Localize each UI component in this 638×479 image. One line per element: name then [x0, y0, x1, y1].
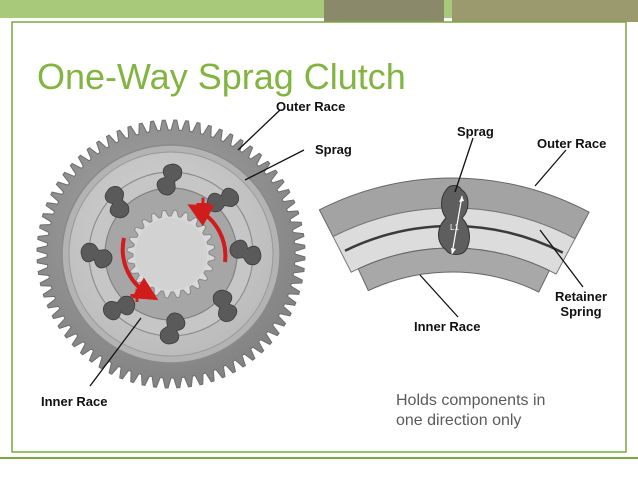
- sprag-8: [104, 185, 130, 219]
- leader-retainer-spring: [539, 229, 584, 288]
- leader-inner-race: [89, 317, 142, 387]
- sprag-2: [206, 187, 240, 213]
- caption-line-1: Holds components in: [396, 392, 546, 409]
- label-retainer-line1: Retainer: [554, 289, 608, 304]
- leader-right-sprag: [454, 137, 474, 193]
- sprag-3: [229, 239, 262, 266]
- sprag-4: [212, 289, 238, 323]
- footer-space: [0, 462, 638, 479]
- label-right-inner-race: Inner Race: [414, 319, 481, 334]
- label-left-inner-race: Inner Race: [41, 394, 108, 409]
- label-right-outer-race: Outer Race: [537, 136, 607, 151]
- inner-race-arc: [357, 247, 550, 293]
- header-block-left: [324, 0, 444, 22]
- label-left-sprag: Sprag: [315, 142, 352, 157]
- label-retainer-spring: Retainer Spring: [552, 289, 610, 319]
- plus-sign-bottom: +: [129, 280, 144, 310]
- slide-border: [11, 21, 627, 453]
- rotation-arrow-left-icon: [120, 237, 159, 301]
- leader-right-outer-race: [534, 149, 567, 187]
- sprag-1: [156, 163, 183, 196]
- label-right-sprag: Sprag: [457, 124, 494, 139]
- inner-race-hub: [135, 218, 207, 290]
- l1-label: L1: [450, 223, 459, 232]
- sprag-set: [80, 163, 262, 345]
- sprag-element: [438, 185, 470, 255]
- label-left-outer-race: Outer Race: [276, 99, 346, 114]
- slide-title: One-Way Sprag Clutch: [37, 56, 406, 97]
- leader-outer-race: [237, 109, 281, 151]
- sprag-5: [159, 312, 186, 345]
- caption-line-2: one direction only: [396, 412, 522, 429]
- sprag-7: [80, 242, 113, 269]
- sprag-6: [102, 295, 136, 321]
- plus-sign-top: +: [195, 189, 210, 219]
- rotation-arrow-right-icon: [187, 204, 228, 263]
- leader-sprag: [244, 149, 305, 181]
- l1-dimension-line: [451, 195, 463, 255]
- label-spring-line2: Spring: [560, 304, 602, 319]
- header-block-right: [452, 0, 638, 22]
- leader-right-inner-race: [419, 274, 459, 318]
- slide-caption: Holds components in one direction only: [396, 391, 606, 431]
